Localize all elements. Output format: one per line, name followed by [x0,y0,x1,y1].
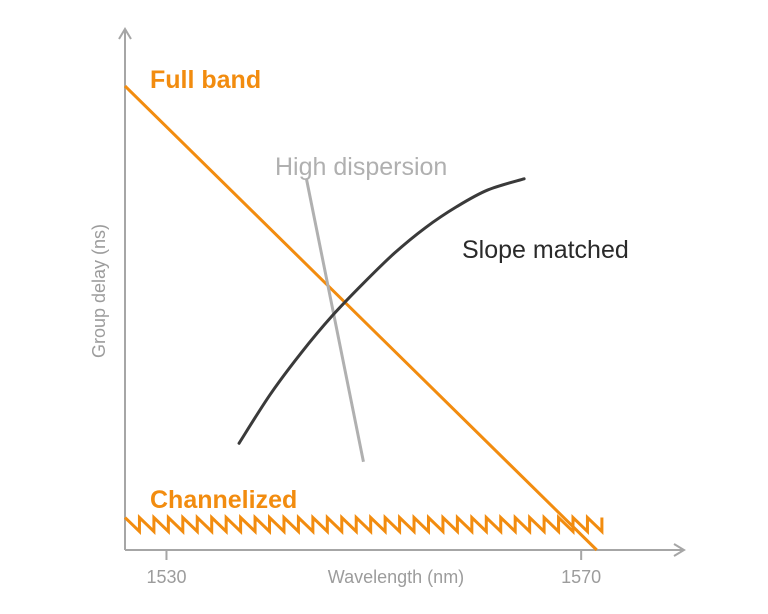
series-label-high-dispersion: High dispersion [275,153,447,181]
series-layer [123,84,604,552]
x-tick-label-0: 1530 [146,567,186,587]
x-ticks: 1530 1570 [146,550,601,587]
axes [118,27,686,557]
y-axis-arrow [118,27,132,40]
x-axis-arrow [673,543,686,557]
series-line-channelized [123,513,604,535]
series-label-full-band: Full band [150,66,261,94]
series-label-slope-matched: Slope matched [462,236,629,264]
series-label-channelized: Channelized [150,486,297,514]
x-tick-label-1: 1570 [561,567,601,587]
series-labels: Full band High dispersion Slope matched … [150,66,629,514]
series-line-full-band [123,84,598,552]
series-line-slope-matched [237,177,526,445]
series-line-high-dispersion [304,178,365,463]
y-axis-label: Group delay (ns) [89,224,109,358]
x-axis-label: Wavelength (nm) [328,567,464,587]
